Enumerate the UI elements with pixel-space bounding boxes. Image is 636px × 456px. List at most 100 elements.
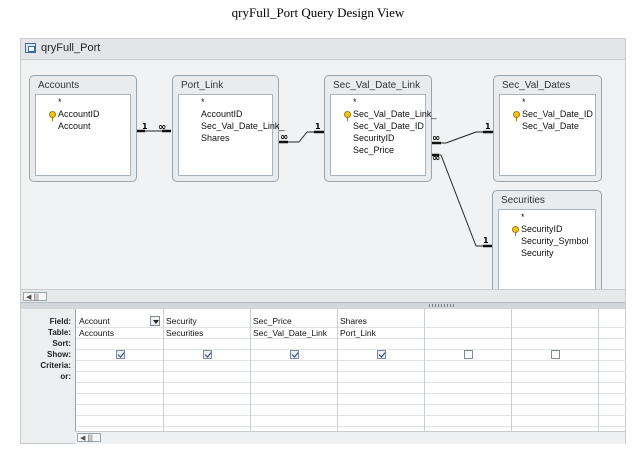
grid-row-divider [76, 338, 626, 339]
grid-field-cell[interactable]: Security [166, 316, 197, 326]
rel-one-label: 1 [485, 122, 491, 131]
left-arrow-icon: ◀ [80, 435, 86, 442]
design-grid[interactable]: Account Accounts Security Securities Sec… [75, 309, 626, 431]
field-item[interactable]: * [201, 97, 205, 107]
row-label-sort: Sort: [52, 339, 71, 348]
query-tab[interactable]: qryFull_Port [21, 39, 625, 60]
grid-row-divider [76, 404, 626, 405]
field-item[interactable]: Sec_Val_Date_ID [522, 109, 593, 119]
show-checkbox[interactable] [203, 350, 212, 359]
grid-column-divider [163, 309, 164, 431]
grid-table-cell[interactable]: Port_Link [340, 328, 376, 338]
grid-table-cell[interactable]: Securities [166, 328, 204, 338]
row-labels: Field: Table: Sort: Show: Criteria: or: [21, 309, 75, 443]
show-checkbox[interactable] [116, 350, 125, 359]
field-item[interactable]: Sec_Val_Date_ID [353, 121, 424, 131]
design-grid-pane[interactable]: Field: Table: Sort: Show: Criteria: or: [21, 309, 626, 444]
figure-caption: qryFull_Port Query Design View [231, 5, 405, 20]
field-item[interactable]: * [522, 97, 526, 107]
query-icon [25, 43, 36, 53]
rel-many-label: ∞ [158, 122, 166, 133]
grid-row-divider [76, 393, 626, 394]
rel-many-label: ∞ [432, 153, 440, 164]
primary-key-icon [344, 111, 351, 121]
table-sec-val-dates-field-list[interactable]: * Sec_Val_Date_ID Sec_Val_Date [499, 94, 596, 176]
grid-row-divider [76, 371, 626, 372]
query-design-window: qryFull_Port [20, 38, 626, 444]
grid-field-cell[interactable]: Account [79, 316, 110, 326]
table-accounts-title[interactable]: Accounts [38, 80, 80, 91]
rel-one-label: 1 [483, 236, 489, 245]
show-checkbox[interactable] [551, 350, 560, 359]
design-grid-scrollbar[interactable]: ◀ ||| [75, 431, 625, 444]
field-item[interactable]: SecurityID [521, 224, 563, 234]
primary-key-icon [512, 226, 519, 236]
field-item[interactable]: Shares [201, 133, 230, 143]
field-item[interactable]: AccountID [201, 109, 243, 119]
table-sec-val-date-link-field-list[interactable]: * Sec_Val_Date_Link_ Sec_Val_Date_ID Sec… [330, 94, 436, 176]
table-sec-val-dates[interactable]: Sec_Val_Dates * Sec_Val_Date_ID Sec_Val_… [493, 75, 602, 182]
field-item[interactable]: Security_Symbol [521, 236, 589, 246]
row-label-show: Show: [47, 350, 71, 359]
grid-row-divider [76, 360, 626, 361]
table-sec-val-dates-title[interactable]: Sec_Val_Dates [502, 80, 571, 91]
row-label-or: or: [60, 372, 71, 381]
field-item[interactable]: Sec_Val_Date_Link_ [201, 121, 285, 131]
field-item[interactable]: Sec_Val_Date_Link_ [353, 109, 437, 119]
field-item[interactable]: Security [521, 248, 554, 258]
field-item[interactable]: Sec_Price [353, 145, 395, 155]
grid-column-divider [424, 309, 425, 431]
grid-row-divider [76, 415, 626, 416]
query-tab-title: qryFull_Port [41, 42, 101, 54]
field-item[interactable]: Account [58, 121, 91, 131]
grid-row-divider [76, 382, 626, 383]
row-label-field: Field: [49, 317, 71, 326]
table-port-link-title[interactable]: Port_Link [181, 80, 224, 91]
grid-column-divider [511, 309, 512, 431]
splitter-grip[interactable] [429, 304, 455, 307]
field-item[interactable]: * [58, 97, 62, 107]
table-port-link[interactable]: Port_Link * AccountID Sec_Val_Date_Link_… [172, 75, 284, 182]
field-item[interactable]: AccountID [58, 109, 100, 119]
table-port-link-field-list[interactable]: * AccountID Sec_Val_Date_Link_ Shares [178, 94, 284, 176]
rel-one-label: 1 [142, 122, 148, 131]
grid-column-divider [598, 309, 599, 431]
table-sec-val-date-link-title[interactable]: Sec_Val_Date_Link [333, 80, 421, 91]
field-dropdown-button[interactable] [150, 316, 160, 326]
primary-key-icon [49, 111, 56, 121]
table-pane-scrollbar[interactable]: ◀ ||| [21, 289, 625, 303]
scroll-left-button[interactable]: ◀ ||| [77, 433, 101, 442]
show-checkbox[interactable] [464, 350, 473, 359]
table-accounts[interactable]: Accounts * AccountID Account [29, 75, 137, 182]
rel-line-secvaldatelink-secvaldates-diag [445, 131, 477, 144]
table-securities-field-list[interactable]: * SecurityID Security_Symbol Security [498, 209, 596, 289]
scroll-thumb[interactable]: ||| [87, 435, 93, 442]
relationship-lines: 1 ∞ ∞ 1 ∞ 1 ∞ 1 [136, 122, 493, 248]
grid-row-divider [76, 426, 626, 427]
left-arrow-icon: ◀ [26, 294, 32, 301]
grid-column-divider [337, 309, 338, 431]
scroll-left-button[interactable]: ◀ ||| [23, 292, 47, 301]
primary-key-icon [513, 111, 520, 121]
table-accounts-field-list[interactable]: * AccountID Account [35, 94, 131, 176]
rel-one-label: 1 [315, 122, 321, 131]
table-pane[interactable]: 1 ∞ ∞ 1 ∞ 1 ∞ 1 Accounts * AccountID Acc… [21, 60, 625, 289]
grid-table-cell[interactable]: Sec_Val_Date_Link [253, 328, 328, 338]
grid-field-cell[interactable]: Sec_Price [253, 316, 292, 326]
scroll-thumb[interactable]: ||| [33, 294, 39, 301]
rel-line-portlink-secvaldatelink-diag [298, 131, 308, 143]
grid-row-divider [76, 327, 626, 328]
field-item[interactable]: SecurityID [353, 133, 395, 143]
field-item[interactable]: * [353, 97, 357, 107]
table-securities-title[interactable]: Securities [501, 195, 545, 206]
grid-table-cell[interactable]: Accounts [79, 328, 114, 338]
field-item[interactable]: Sec_Val_Date [522, 121, 579, 131]
row-label-table: Table: [48, 328, 71, 337]
table-securities[interactable]: Securities * SecurityID Security_Symbol … [492, 190, 602, 289]
grid-field-cell[interactable]: Shares [340, 316, 367, 326]
show-checkbox[interactable] [377, 350, 386, 359]
grid-row-divider [76, 349, 626, 350]
show-checkbox[interactable] [290, 350, 299, 359]
field-item[interactable]: * [521, 212, 525, 222]
table-sec-val-date-link[interactable]: Sec_Val_Date_Link * Sec_Val_Date_Link_ S… [324, 75, 436, 182]
